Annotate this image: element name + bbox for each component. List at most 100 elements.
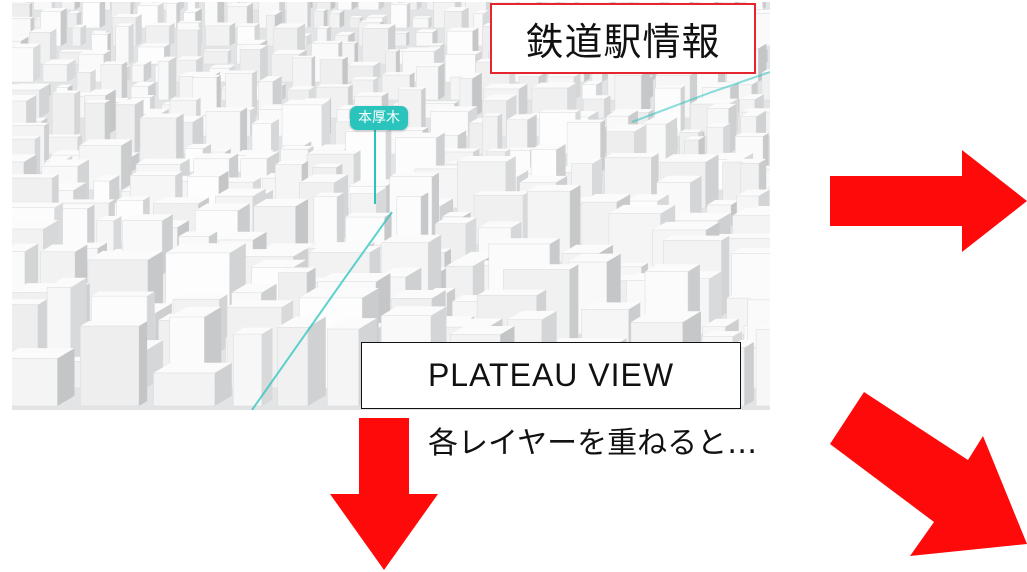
building-roof [483,83,528,89]
building-front [755,329,770,407]
arrow-down-right-icon [830,392,1027,556]
building-side [57,348,75,406]
building-roof [754,9,770,14]
building-roof [630,311,701,323]
building-side [339,10,345,28]
building-roof [419,101,459,104]
building-roof [273,23,306,29]
building-roof [568,253,621,263]
building-side [143,60,152,82]
building-roof [582,81,603,85]
building-roof [434,148,480,152]
building-roof [137,2,164,6]
building-roof [131,82,156,87]
building-roof [287,86,316,90]
building-side [641,69,651,118]
building-roof [266,10,283,16]
building-side [569,184,581,262]
building-roof [445,50,482,55]
building-roof [130,95,155,98]
building-side [157,2,164,29]
building-roof [474,191,530,196]
building-side [246,2,253,29]
building-roof [459,72,482,79]
building-roof [740,158,767,164]
building-roof [84,89,116,96]
building-roof [79,139,132,146]
building-roof [348,180,396,187]
building-roof [12,43,41,48]
building-roof [12,95,37,102]
building-roof [169,306,222,317]
building-roof [435,217,477,224]
building-front [349,17,361,29]
building-roof [531,82,577,88]
building-side [354,41,359,64]
building-roof [87,250,163,260]
building-roof [519,175,568,183]
building-roof [236,39,268,45]
building-roof [365,14,388,18]
arrow-right-icon [830,150,1027,252]
building-roof [227,2,253,7]
building-roof [116,196,150,201]
building-roof [349,16,364,18]
building-roof [396,192,429,197]
building-roof [12,122,49,126]
building-roof [702,318,739,327]
building-roof [187,170,229,177]
building-roof [299,174,349,183]
building-roof [444,7,469,12]
building-roof [505,147,536,151]
building-front [754,13,770,47]
building-roof [251,118,279,124]
building-roof [29,28,57,33]
building-roof [414,165,465,169]
building-roof [507,310,557,320]
building-roof [527,184,581,192]
building-side [260,44,268,82]
building-front [12,47,34,83]
building-roof [12,135,41,140]
building-roof [604,153,659,158]
building-roof [42,59,76,65]
building-front [203,50,229,65]
building-side [138,321,148,406]
building-roof [275,160,309,165]
building-side [195,2,200,10]
building-roof [482,113,503,117]
building-roof [334,31,355,36]
building-roof [205,107,248,112]
building-roof [261,243,317,251]
building-roof [238,249,306,257]
building-roof [690,98,739,105]
building-roof [350,187,387,194]
building-side [135,14,142,46]
building-roof [271,49,307,55]
building-roof [313,192,344,197]
building-roof [739,94,764,100]
building-roof [581,194,631,203]
building-roof [486,148,511,152]
building-roof [747,293,770,300]
building-side [680,85,685,136]
building-roof [227,300,294,308]
building-roof [176,28,202,31]
building-roof [40,244,88,252]
building-side [128,23,134,65]
building-roof [725,233,770,239]
building-roof [67,10,82,14]
building-roof [96,215,122,221]
building-roof [203,49,232,52]
building-side [216,74,221,118]
building-side [60,8,67,46]
building-side [518,83,528,118]
building-roof [337,104,357,110]
building-roof [735,132,769,137]
building-side [465,217,477,262]
building-roof [12,36,29,42]
building-roof [562,244,613,254]
building-roof [177,20,203,23]
station-marker[interactable]: 本厚木 [350,106,408,130]
building-roof [278,267,316,273]
